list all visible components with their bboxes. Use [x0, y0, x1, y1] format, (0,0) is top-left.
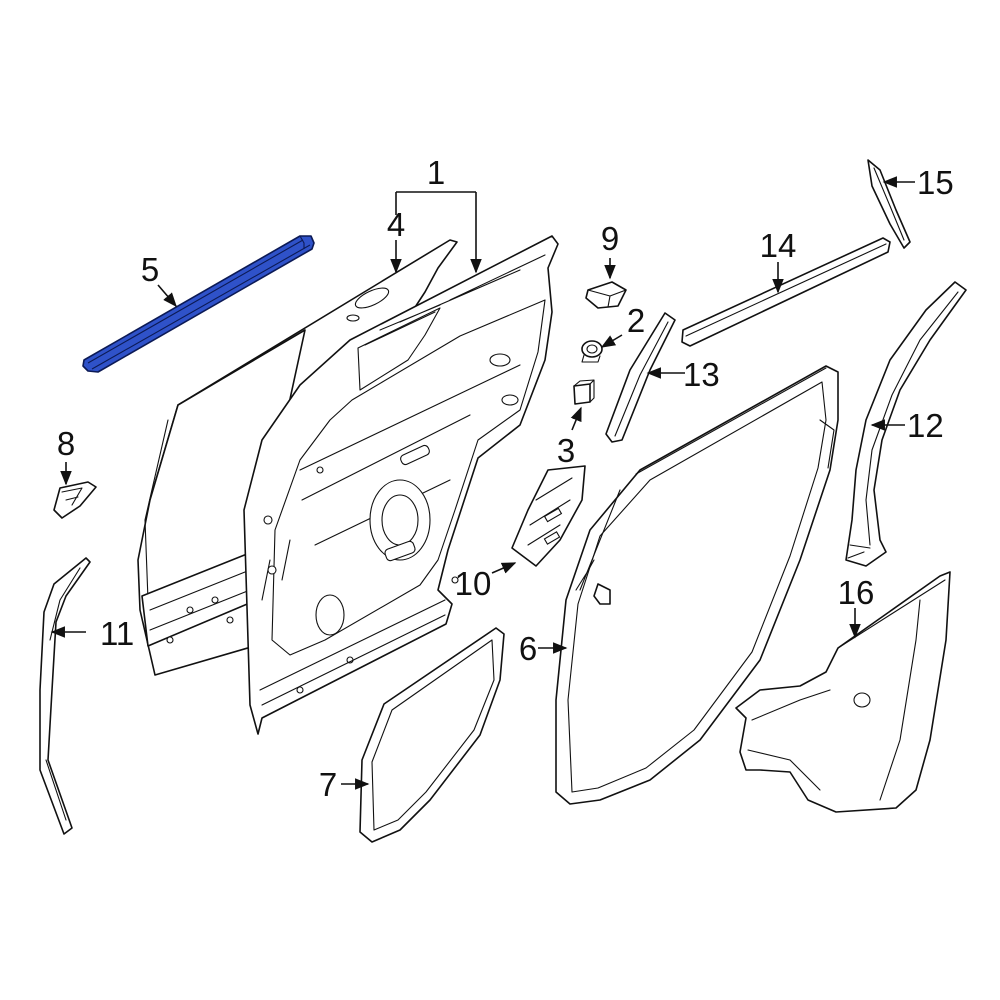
- part-5-belt-weatherstrip[interactable]: [82, 235, 315, 373]
- part-4-door-outer-panel[interactable]: [137, 239, 458, 676]
- part-15-pillar-trim[interactable]: [867, 159, 911, 249]
- callout-7: 7: [319, 766, 337, 803]
- part-10-regulator-bracket[interactable]: [511, 465, 586, 567]
- callout-labels: 1 2 3 4 5 6 7 8 9 10 11 12 13 14 15 16: [57, 154, 954, 803]
- callout-13: 13: [683, 356, 720, 393]
- callout-12: 12: [907, 407, 944, 444]
- part-8-bracket[interactable]: [53, 481, 97, 519]
- callout-8: 8: [57, 425, 75, 462]
- leader-lines: [50, 176, 915, 790]
- callout-6: 6: [519, 630, 537, 667]
- callout-15: 15: [917, 164, 954, 201]
- part-12-frame-molding[interactable]: [845, 281, 967, 567]
- part-6-door-weatherstrip[interactable]: [555, 365, 839, 805]
- callout-1: 1: [427, 154, 445, 191]
- part-2-grommet[interactable]: [581, 340, 603, 363]
- part-3-clip[interactable]: [573, 379, 595, 405]
- callout-5: 5: [141, 251, 159, 288]
- callout-16: 16: [838, 574, 875, 611]
- callout-9: 9: [601, 220, 619, 257]
- part-9-cap[interactable]: [585, 281, 627, 309]
- callout-10: 10: [455, 565, 492, 602]
- part-16-insulator[interactable]: [735, 571, 951, 813]
- callout-3: 3: [557, 432, 575, 469]
- part-1-door-shell[interactable]: [243, 235, 559, 735]
- part-7-window-seal[interactable]: [359, 627, 505, 843]
- callout-2: 2: [627, 302, 645, 339]
- part-13-applique[interactable]: [605, 312, 676, 443]
- callout-14: 14: [760, 227, 797, 264]
- callout-11: 11: [100, 615, 134, 652]
- callout-4: 4: [387, 206, 405, 243]
- part-11-edge-seal[interactable]: [39, 557, 91, 835]
- part-14-belt-molding[interactable]: [681, 237, 891, 347]
